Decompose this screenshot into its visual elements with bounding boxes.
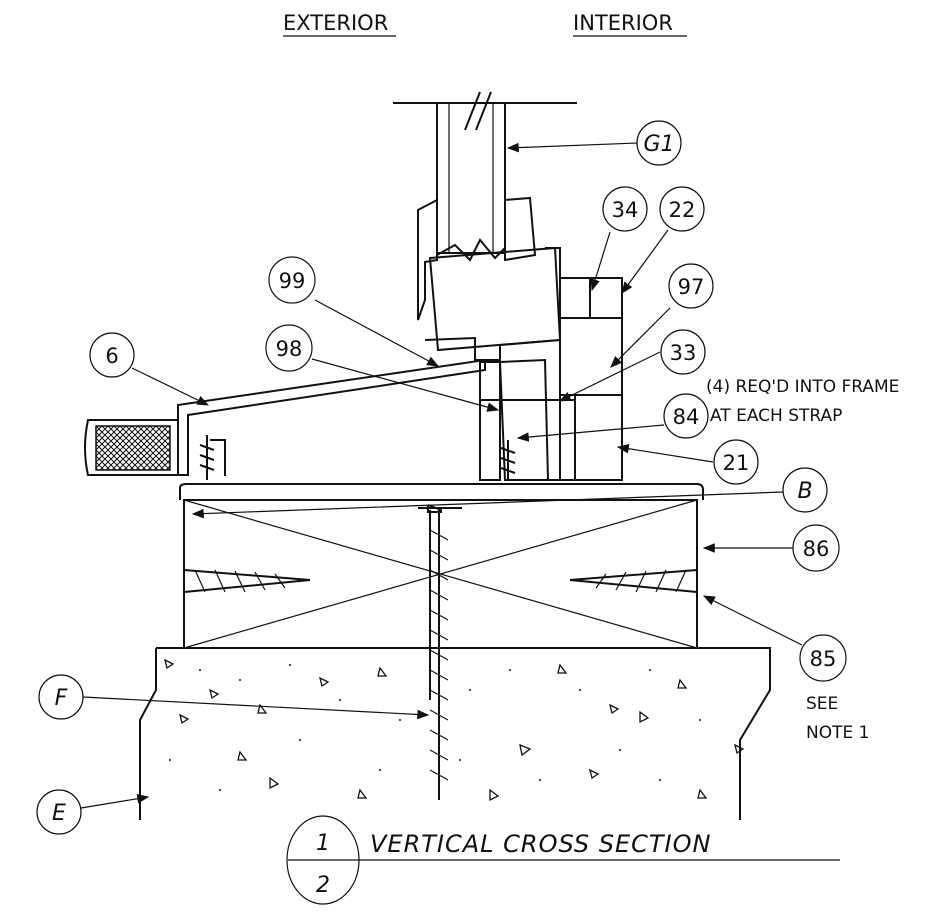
interior-label: INTERIOR xyxy=(573,11,673,35)
strap-note-line1: (4) REQ'D INTO FRAME xyxy=(706,377,899,397)
svg-text:B: B xyxy=(797,479,812,504)
svg-text:98: 98 xyxy=(276,337,303,361)
callout-86: 86 xyxy=(792,524,840,572)
sill-extension xyxy=(84,358,486,476)
see-note-line1: SEE xyxy=(806,694,838,714)
callout-b: B xyxy=(782,467,828,513)
sheet-number-top: 1 xyxy=(316,831,330,856)
concrete-substrate xyxy=(139,647,771,820)
callout-34: 34 xyxy=(602,186,648,232)
subsill-block xyxy=(183,499,698,649)
callout-e: E xyxy=(36,789,82,835)
svg-text:G1: G1 xyxy=(643,132,674,157)
callout-g1: G1 xyxy=(636,120,682,166)
svg-text:34: 34 xyxy=(612,198,639,222)
callout-f: F xyxy=(38,674,84,720)
anchor-screw xyxy=(418,504,462,800)
svg-text:85: 85 xyxy=(810,647,837,671)
callout-99: 99 xyxy=(268,256,316,304)
title-block: 1 2 VERTICAL CROSS SECTION xyxy=(286,815,840,905)
svg-text:99: 99 xyxy=(279,269,306,293)
callout-21: 21 xyxy=(713,439,759,485)
svg-text:84: 84 xyxy=(673,405,700,429)
exterior-label: EXTERIOR xyxy=(283,11,388,35)
callout-6: 6 xyxy=(89,332,135,378)
callout-85: 85 xyxy=(799,634,847,682)
sheet-number-bottom: 2 xyxy=(316,873,330,898)
svg-text:86: 86 xyxy=(803,537,830,561)
leader-lines xyxy=(80,142,803,809)
callout-98: 98 xyxy=(265,324,313,372)
horizontal-screws xyxy=(183,568,698,594)
svg-text:6: 6 xyxy=(105,344,118,368)
section-title: VERTICAL CROSS SECTION xyxy=(370,830,711,858)
see-note-line2: NOTE 1 xyxy=(806,723,869,743)
callout-84: 84 xyxy=(663,393,709,439)
pan-flashing xyxy=(179,483,704,500)
glass-unit xyxy=(393,91,577,254)
svg-text:22: 22 xyxy=(669,198,696,222)
svg-text:33: 33 xyxy=(670,341,697,365)
callout-22: 22 xyxy=(659,186,705,232)
svg-text:21: 21 xyxy=(723,451,750,475)
callout-97: 97 xyxy=(668,263,714,309)
svg-text:F: F xyxy=(55,686,68,711)
window-sash-frame xyxy=(417,196,562,481)
callout-33: 33 xyxy=(660,329,706,375)
sill-screws xyxy=(199,435,516,480)
svg-text:97: 97 xyxy=(678,275,705,299)
svg-text:E: E xyxy=(52,801,66,826)
strap-note-line2: AT EACH STRAP xyxy=(710,406,842,426)
